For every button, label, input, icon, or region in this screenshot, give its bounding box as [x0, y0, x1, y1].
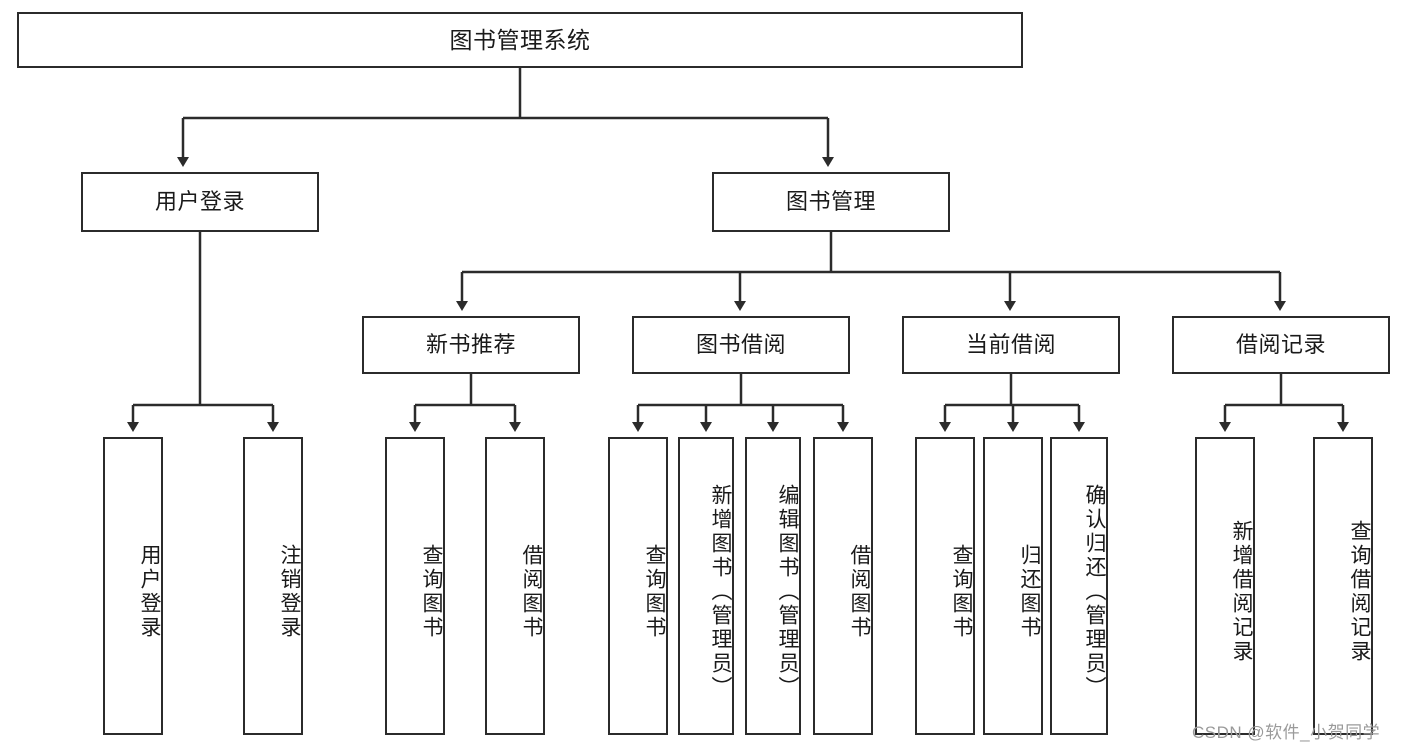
node-leaf-borrow-book-1[interactable]: 借阅图书 [485, 437, 545, 735]
node-label: 归还图书 [1018, 544, 1041, 640]
node-label: 借阅记录 [1235, 332, 1326, 358]
node-leaf-confirm-return-admin[interactable]: 确认归还（管理员） [1050, 437, 1108, 735]
node-leaf-user-login[interactable]: 用户登录 [103, 437, 163, 735]
node-user-login[interactable]: 用户登录 [81, 172, 319, 232]
node-label: 新增图书（管理员） [709, 484, 732, 700]
node-leaf-query-book-2[interactable]: 查询图书 [608, 437, 668, 735]
node-leaf-add-book-admin[interactable]: 新增图书（管理员） [678, 437, 734, 735]
node-leaf-query-book-3[interactable]: 查询图书 [915, 437, 975, 735]
node-label: 用户登录 [154, 189, 245, 215]
node-root-book-management-system[interactable]: 图书管理系统 [17, 12, 1023, 68]
node-label: 图书管理 [785, 189, 876, 215]
node-leaf-query-book-1[interactable]: 查询图书 [385, 437, 445, 735]
node-leaf-return-book[interactable]: 归还图书 [983, 437, 1043, 735]
node-label: 确认归还（管理员） [1083, 484, 1106, 700]
node-label: 编辑图书（管理员） [776, 484, 799, 700]
node-borrow-record[interactable]: 借阅记录 [1172, 316, 1390, 374]
node-label: 借阅图书 [848, 544, 871, 640]
node-label: 图书借阅 [695, 332, 786, 358]
node-label: 新增借阅记录 [1230, 520, 1253, 664]
node-label: 借阅图书 [520, 544, 543, 640]
node-leaf-query-borrow-record[interactable]: 查询借阅记录 [1313, 437, 1373, 735]
node-label: 查询图书 [643, 544, 666, 640]
node-label: 用户登录 [138, 544, 161, 640]
node-leaf-logout-login[interactable]: 注销登录 [243, 437, 303, 735]
node-label: 注销登录 [278, 544, 301, 640]
node-new-book-recommend[interactable]: 新书推荐 [362, 316, 580, 374]
node-label: 当前借阅 [965, 332, 1056, 358]
node-book-borrow[interactable]: 图书借阅 [632, 316, 850, 374]
node-leaf-borrow-book-2[interactable]: 借阅图书 [813, 437, 873, 735]
node-current-borrow[interactable]: 当前借阅 [902, 316, 1120, 374]
node-leaf-edit-book-admin[interactable]: 编辑图书（管理员） [745, 437, 801, 735]
node-label: 查询借阅记录 [1348, 520, 1371, 664]
node-label: 查询图书 [950, 544, 973, 640]
node-book-management[interactable]: 图书管理 [712, 172, 950, 232]
node-label: 图书管理系统 [449, 26, 591, 53]
csdn-watermark: CSDN @软件_小贺同学 [1192, 723, 1381, 742]
node-label: 查询图书 [420, 544, 443, 640]
node-leaf-add-borrow-record[interactable]: 新增借阅记录 [1195, 437, 1255, 735]
node-label: 新书推荐 [425, 332, 516, 358]
